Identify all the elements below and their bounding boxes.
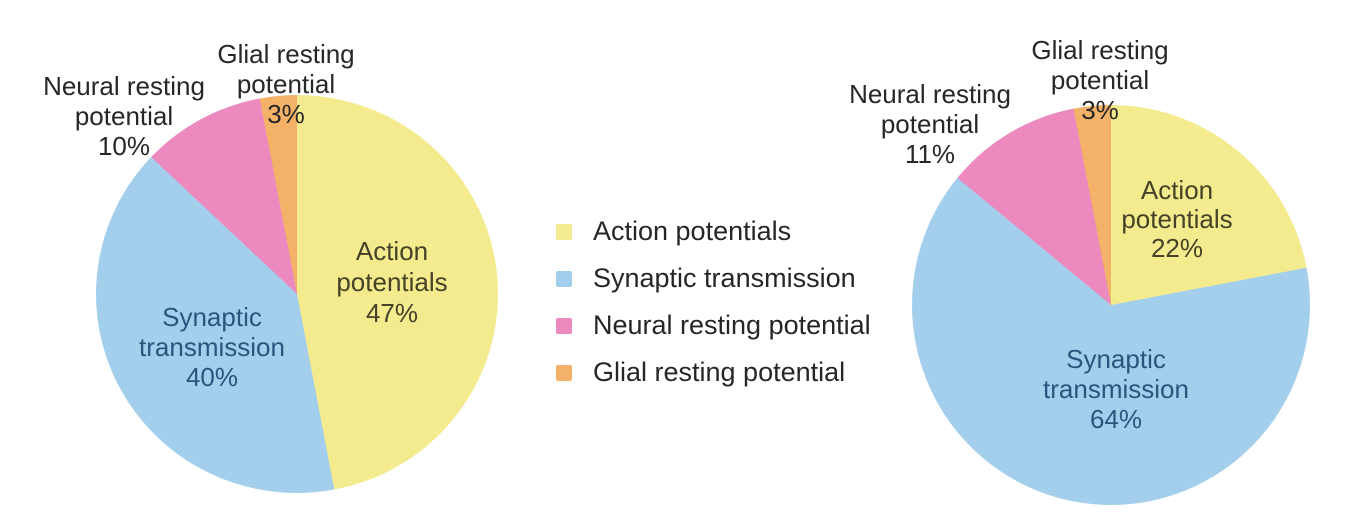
slice-label-glial-left: Glial resting potential 3% [217, 39, 355, 129]
slice-label-neural-left: Neural resting potential 10% [43, 71, 205, 161]
slice-label-action-right: Action potentials 22% [1121, 175, 1233, 263]
slice-label-action-left: Action potentials 47% [336, 236, 448, 328]
legend-swatch-action-potentials-icon [556, 223, 572, 240]
legend-item-neural-resting-potential: Neural resting potential [556, 302, 871, 349]
legend-item-glial-resting-potential: Glial resting potential [556, 349, 871, 396]
legend-label: Neural resting potential [593, 310, 871, 340]
legend-swatch-glial-resting-potential-icon [556, 364, 572, 381]
legend-label: Glial resting potential [593, 357, 846, 387]
legend-label: Synaptic transmission [593, 263, 856, 293]
legend: Action potentials Synaptic transmission … [556, 208, 871, 396]
legend-swatch-neural-resting-potential-icon [556, 317, 572, 334]
slice-label-synaptic-left: Synaptic transmission 40% [139, 302, 285, 392]
legend-item-synaptic-transmission: Synaptic transmission [556, 255, 871, 302]
legend-swatch-synaptic-transmission-icon [556, 270, 572, 287]
slice-label-neural-right: Neural resting potential 11% [849, 79, 1011, 169]
legend-label: Action potentials [593, 216, 792, 246]
pie-chart-left [96, 95, 498, 493]
slice-label-synaptic-right: Synaptic transmission 64% [1043, 344, 1189, 434]
legend-item-action-potentials: Action potentials [556, 208, 871, 255]
pie-chart-right [912, 105, 1310, 505]
slice-label-glial-right: Glial resting potential 3% [1031, 35, 1169, 125]
